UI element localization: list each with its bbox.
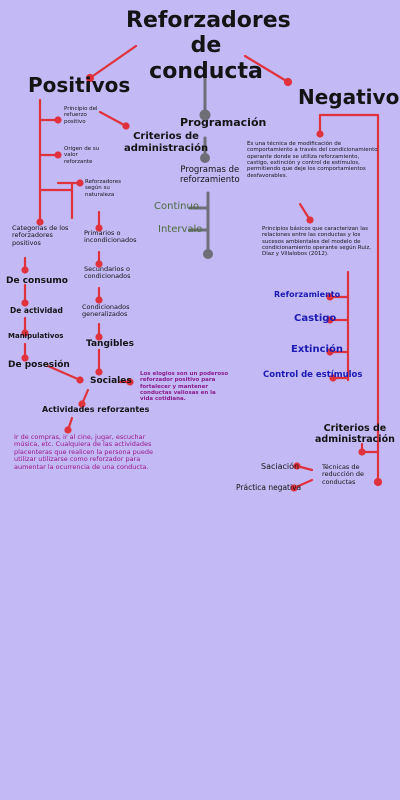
condicionados-generalizados-node: Condicionados generalizados [82,303,130,319]
sociales-note: Los elogios son un poderoso reforzador p… [140,371,229,403]
actividades-node: Actividades reforzantes [42,405,150,414]
origen-node: Origen de su valor reforzante [64,146,100,165]
programacion-node: Programación [180,116,267,129]
principio-node: Principio del refuerzo positivo [64,106,98,125]
de-actividad-node: De actividad [10,306,63,315]
secundarios-node: Secundarios o condicionados [84,265,131,281]
de-posesion-node: De posesión [8,360,70,370]
criterios-left-node: Criterios de administración [124,131,209,154]
control-estimulos-node: Control de estímulos [263,370,363,380]
saciacion-node: Saciación [261,462,300,471]
principios-node: Principios básicos que caracterizan las … [262,226,372,258]
map-title: Reforzadores de conducta [126,8,291,84]
tecnicas-node: Técnicas de reducción de conductas [322,463,365,486]
reforzadores-naturaleza-node: Reforzadores según su naturaleza [85,179,122,198]
reforzamiento-node: Reforzamiento [274,290,341,299]
intervalo-node: Intervalo [158,224,203,235]
definicion-node: Es una técnica de modificación de compor… [247,141,378,179]
extincion-node: Extinción [291,344,343,355]
criterios-right-node: Criterios de administración [315,423,395,445]
actividades-note: Ir de compras, ir al cine, jugar, escuch… [14,433,154,471]
positivos-heading: Positivos [28,73,131,97]
continuo-node: Continuo [154,201,199,212]
programas-node: Programas de reforzamiento [180,165,240,185]
practica-negativa-node: Práctica negativa [236,483,302,492]
castigo-node: Castigo [294,313,337,324]
manipulativos-node: Manipulativos [8,332,64,340]
de-consumo-node: De consumo [6,276,68,286]
sociales-node: Sociales [90,376,132,386]
categorias-node: Categorías de los reforzadores positivos [12,224,69,247]
primarios-node: Primarios o incondicionados [84,229,137,245]
tangibles-node: Tangibles [86,339,134,349]
negativos-heading: Negativos [298,85,400,109]
